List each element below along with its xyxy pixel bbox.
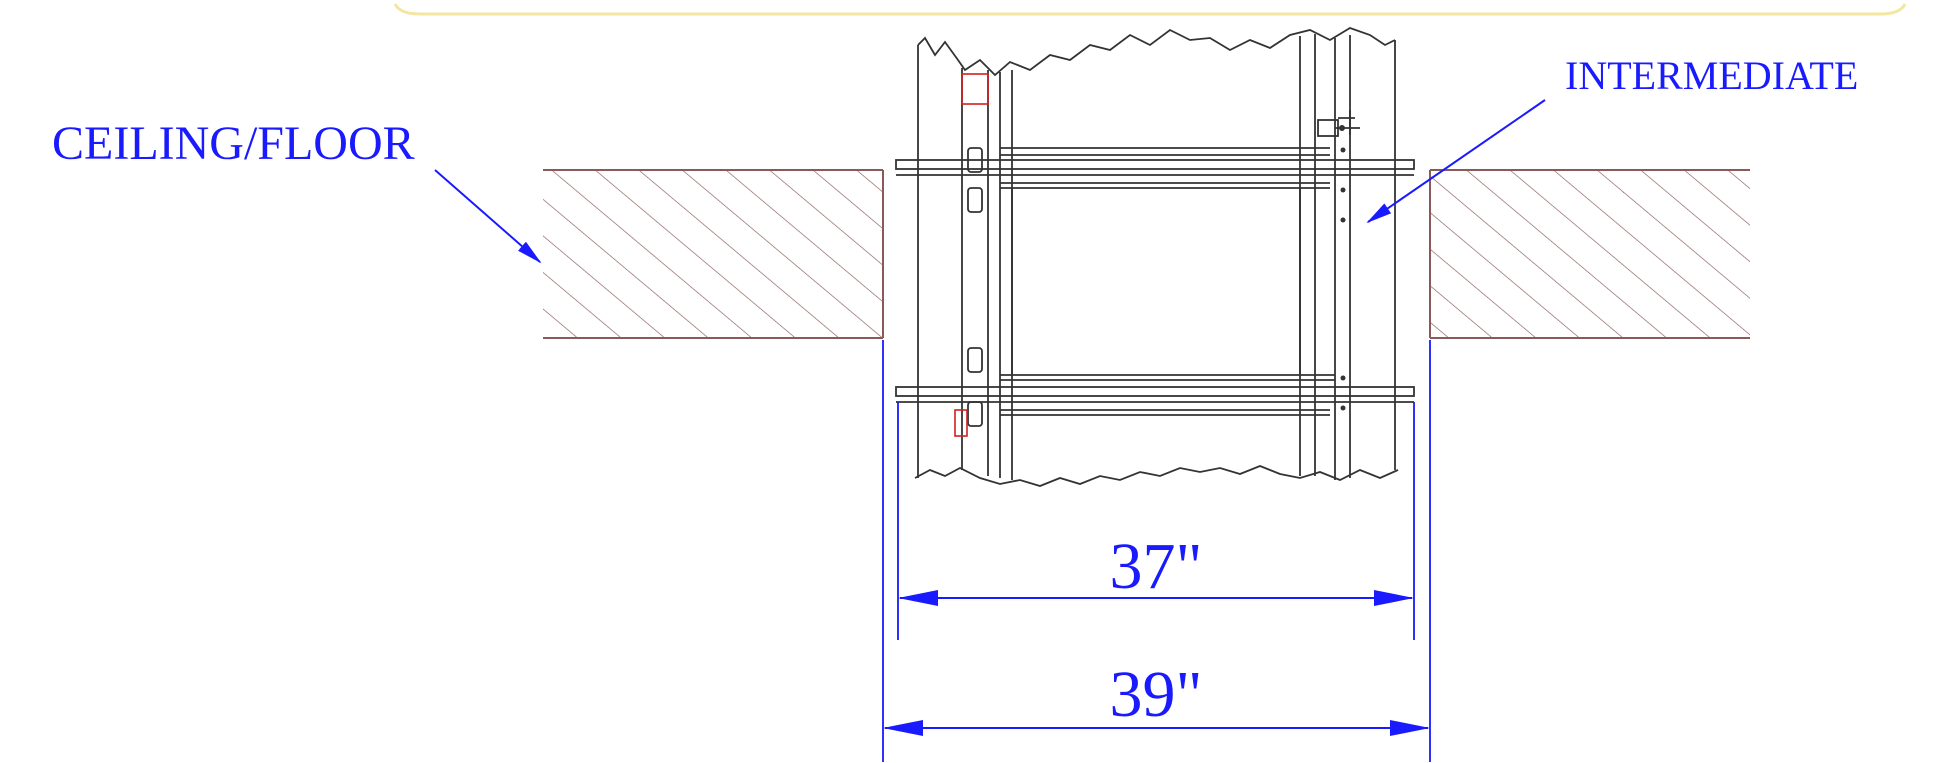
top-edge-line — [393, 3, 1907, 16]
dimension-39: 39" — [883, 658, 1430, 736]
intermediate-callout: INTERMEDIATE — [1366, 53, 1858, 224]
rail-bolts — [1339, 125, 1346, 411]
dimension-label-39: 39" — [1110, 658, 1203, 731]
intermediate-leader — [1366, 99, 1546, 224]
right-ceiling-slab — [1429, 169, 1750, 339]
ceiling-floor-label: CEILING/FLOOR — [52, 117, 415, 170]
dimension-37: 37" — [898, 530, 1414, 606]
ceiling-floor-callout: CEILING/FLOOR — [52, 117, 542, 264]
ceiling-floor-leader — [434, 169, 542, 264]
intermediate-section-frame — [895, 27, 1415, 487]
dimension-label-37: 37" — [1110, 530, 1203, 603]
red-accents — [954, 73, 989, 437]
intermediate-label: INTERMEDIATE — [1565, 53, 1858, 98]
left-ceiling-slab — [543, 169, 884, 339]
